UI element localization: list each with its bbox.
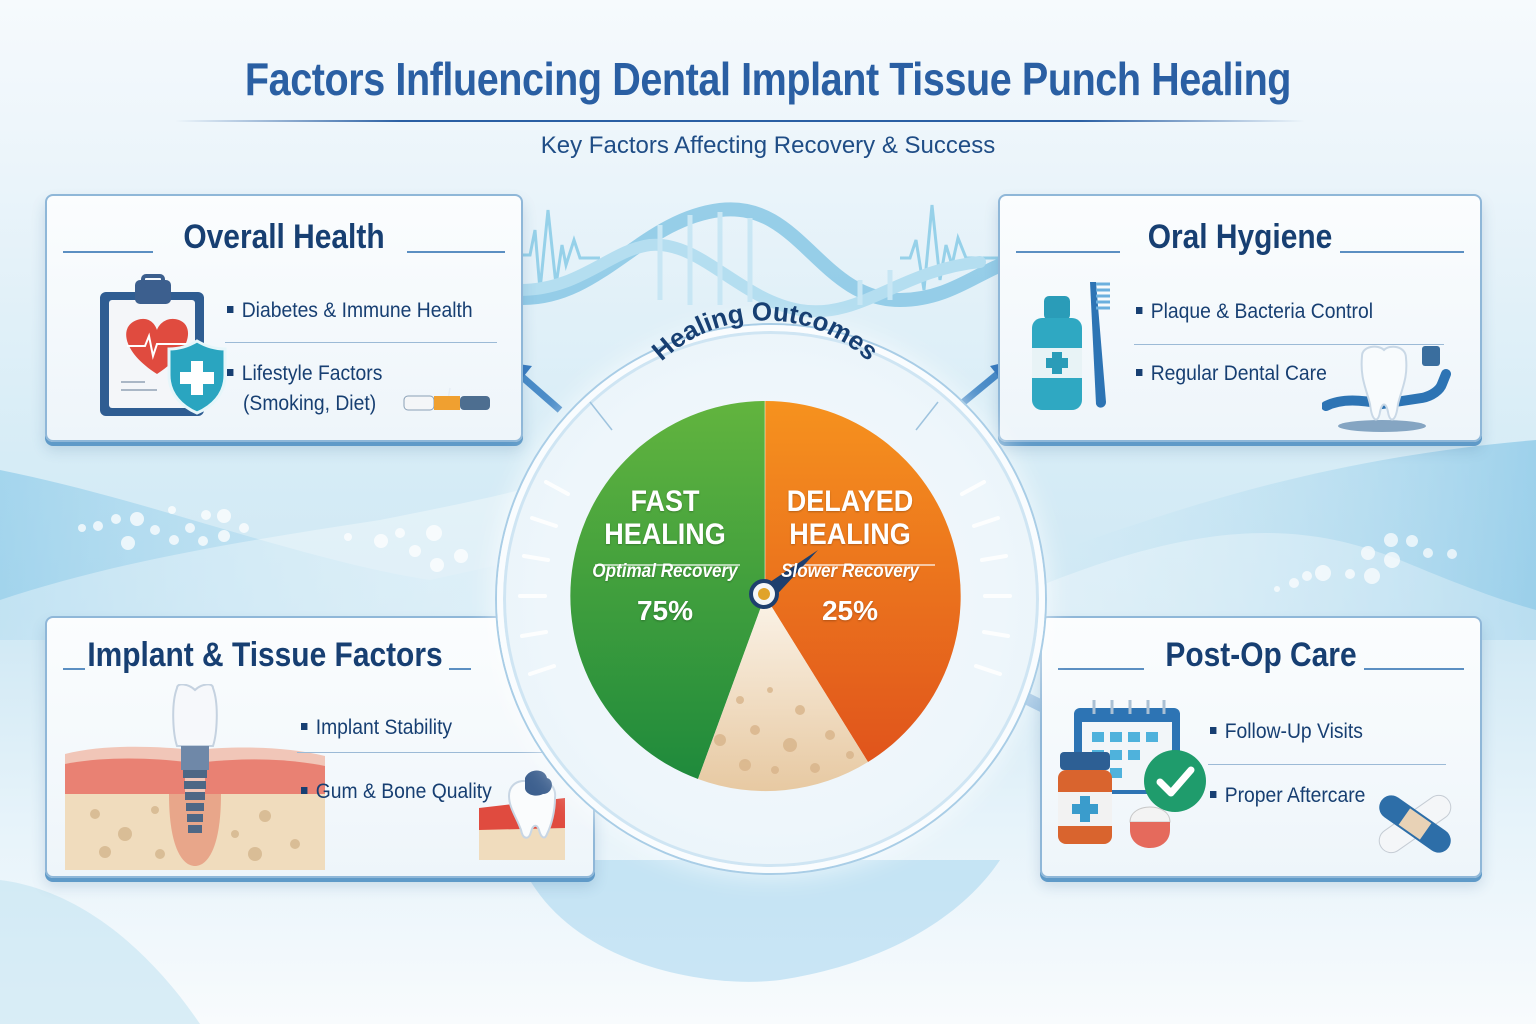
title-line-left — [63, 668, 85, 670]
title-line-right — [1364, 668, 1464, 670]
card-oral-hygiene: Oral Hygiene Plaque & Bacteria Control R… — [998, 194, 1482, 442]
bullet-divider — [1134, 344, 1444, 345]
bullet-lifestyle-detail: (Smoking, Diet) — [243, 392, 376, 416]
bullet-marker — [227, 305, 234, 313]
title-line-right — [407, 251, 505, 253]
delayed-healing-title-1: DELAYED — [786, 485, 914, 518]
fast-healing-subtitle: Optimal Recovery — [592, 561, 738, 582]
capsule-icon — [1129, 806, 1171, 848]
fast-healing-percent: 75% — [636, 595, 694, 626]
bullet-follow-up-visits: Follow-Up Visits — [1210, 720, 1363, 744]
fast-healing-title-2: HEALING — [604, 518, 726, 551]
card-title: Oral Hygiene — [1147, 218, 1333, 256]
fast-healing-label: FAST HEALING Optimal Recovery 75% — [575, 485, 755, 627]
bullet-gum-bone-quality: Gum & Bone Quality — [301, 780, 492, 804]
bullet-divider — [297, 752, 587, 753]
bullet-marker — [1210, 726, 1217, 734]
bullet-text: Plaque & Bacteria Control — [1150, 300, 1374, 323]
bullet-marker — [1136, 306, 1143, 314]
title-line-right — [1340, 251, 1464, 253]
title-divider — [175, 120, 1305, 122]
delayed-healing-percent: 25% — [821, 595, 879, 626]
title-line-left — [63, 251, 153, 253]
bullet-diabetes-immune: Diabetes & Immune Health — [227, 299, 473, 323]
bullet-marker — [301, 722, 308, 730]
bullet-marker — [1210, 790, 1217, 798]
tooth-dental-chair-icon — [1322, 345, 1451, 432]
page-title: Factors Influencing Dental Implant Tissu… — [244, 53, 1292, 105]
card-implant-tissue: Implant & Tissue Factors Implant Stabili… — [45, 616, 595, 878]
fast-healing-title-1: FAST — [630, 485, 700, 518]
bandage-pills-icon — [1378, 794, 1452, 854]
bullet-marker — [1136, 368, 1143, 376]
card-title: Post-Op Care — [1165, 636, 1357, 674]
title-line-right — [449, 668, 471, 670]
toothbrush-icon — [1090, 282, 1110, 408]
delayed-healing-subtitle: Slower Recovery — [781, 561, 919, 582]
title-line-left — [1058, 668, 1144, 670]
bullet-text: Lifestyle Factors — [241, 362, 383, 385]
bullet-text: Proper Aftercare — [1224, 784, 1366, 807]
bullet-proper-aftercare: Proper Aftercare — [1210, 784, 1365, 808]
shield-plus-icon — [167, 339, 227, 415]
bullet-marker — [227, 368, 234, 376]
bullet-divider — [1208, 764, 1446, 765]
bullet-text: Follow-Up Visits — [1224, 720, 1363, 743]
medicine-bottle-icon — [1058, 752, 1112, 844]
page-subtitle: Key Factors Affecting Recovery & Success — [540, 132, 996, 159]
bullet-text: Diabetes & Immune Health — [241, 299, 473, 322]
bullet-implant-stability: Implant Stability — [301, 716, 452, 740]
bullet-plaque-bacteria: Plaque & Bacteria Control — [1136, 300, 1373, 324]
bullet-lifestyle: Lifestyle Factors — [227, 362, 382, 386]
title-line-left — [1016, 251, 1120, 253]
card-post-op: Post-Op Care Follow-Up Visits — [1040, 616, 1482, 878]
bullet-text: Implant Stability — [315, 716, 453, 739]
delayed-healing-label: DELAYED HEALING Slower Recovery 25% — [770, 485, 930, 627]
bullet-marker — [301, 786, 308, 794]
card-overall-health: Overall Health Diabetes & Immune Health … — [45, 194, 523, 442]
cigarette-icon — [403, 387, 490, 411]
card-title: Implant & Tissue Factors — [87, 636, 443, 674]
bullet-regular-dental-care: Regular Dental Care — [1136, 362, 1327, 386]
card-title: Overall Health — [183, 218, 385, 256]
dental-implant-icon — [65, 684, 325, 870]
gum-bone-tooth-icon — [479, 770, 565, 860]
checkmark-icon — [1144, 750, 1206, 812]
delayed-healing-title-2: HEALING — [789, 518, 911, 551]
bullet-text: (Smoking, Diet) — [243, 392, 377, 415]
mouthwash-bottle-icon — [1032, 296, 1082, 410]
bullet-divider — [225, 342, 497, 343]
bullet-text: Regular Dental Care — [1150, 362, 1327, 385]
bullet-text: Gum & Bone Quality — [315, 780, 492, 803]
